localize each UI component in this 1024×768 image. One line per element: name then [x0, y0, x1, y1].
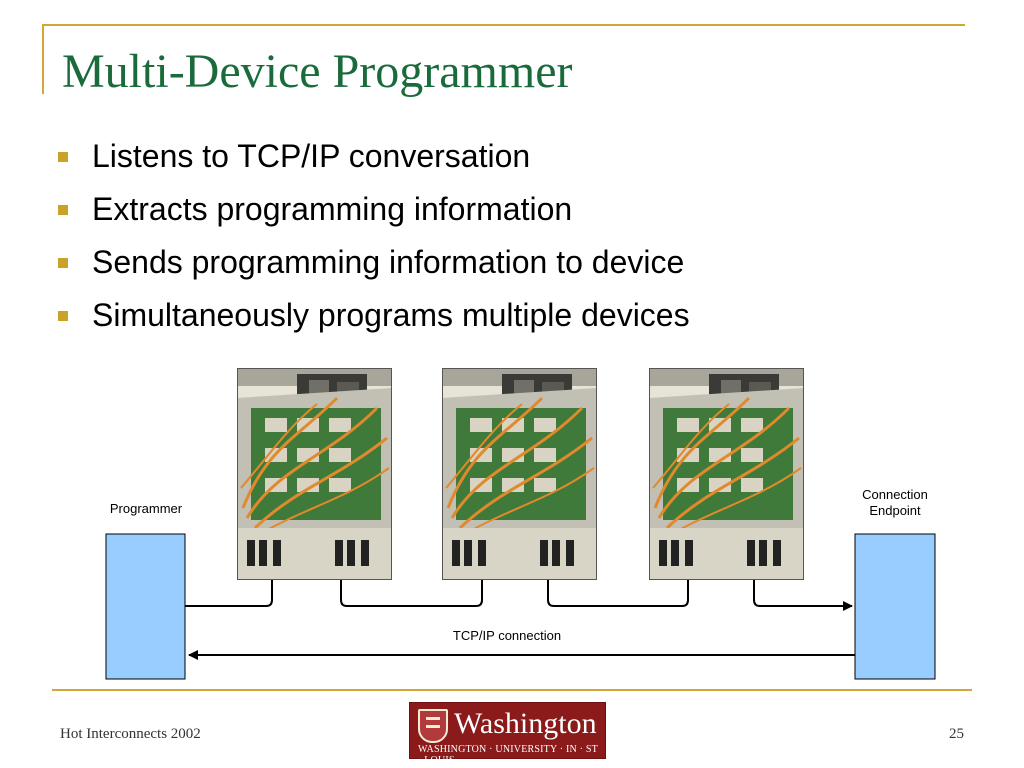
endpoint-box — [854, 533, 936, 680]
link-device3-to-endpoint-arrow — [753, 580, 853, 611]
bullet-square-icon — [58, 151, 68, 162]
device-photo-2 — [440, 366, 599, 582]
bullet-square-icon — [58, 310, 68, 321]
bullet-item: Listens to TCP/IP conversation — [58, 130, 690, 183]
frame-top-rule — [42, 24, 965, 26]
frame-bottom-rule — [52, 689, 972, 691]
link-device1-to-device2 — [340, 580, 483, 607]
bullet-item: Simultaneously programs multiple devices — [58, 289, 690, 342]
programmer-label: Programmer — [110, 501, 183, 516]
bullet-text: Sends programming information to device — [92, 244, 685, 280]
university-shield-icon — [418, 709, 448, 743]
link-device2-to-device3 — [547, 580, 689, 607]
logo-wordmark: Washington — [454, 707, 597, 740]
washington-university-logo: Washington WASHINGTON · UNIVERSITY · IN … — [409, 702, 606, 766]
link-programmer-to-device1 — [185, 580, 273, 607]
bullet-item: Sends programming information to device — [58, 236, 690, 289]
page-number: 25 — [949, 726, 964, 742]
bullet-item: Extracts programming information — [58, 183, 690, 236]
bullet-list: Listens to TCP/IP conversation Extracts … — [58, 130, 690, 342]
footer-conference: Hot Interconnects 2002 — [60, 726, 201, 742]
device-photo-3 — [647, 366, 806, 582]
bullet-square-icon — [58, 204, 68, 215]
endpoint-label-line2: Endpoint — [869, 503, 921, 518]
tcp-connection-label: TCP/IP connection — [453, 628, 561, 643]
logo-subtitle: WASHINGTON · UNIVERSITY · IN · ST · LOUI… — [418, 744, 598, 766]
frame-left-rule — [42, 24, 44, 94]
programmer-box — [105, 533, 186, 680]
bullet-text: Listens to TCP/IP conversation — [92, 138, 531, 174]
bullet-square-icon — [58, 257, 68, 268]
slide-title: Multi-Device Programmer — [62, 45, 573, 98]
endpoint-label-line1: Connection — [862, 487, 928, 502]
bullet-text: Simultaneously programs multiple devices — [92, 297, 690, 333]
bullet-text: Extracts programming information — [92, 191, 573, 227]
device-photo-1 — [235, 366, 394, 582]
